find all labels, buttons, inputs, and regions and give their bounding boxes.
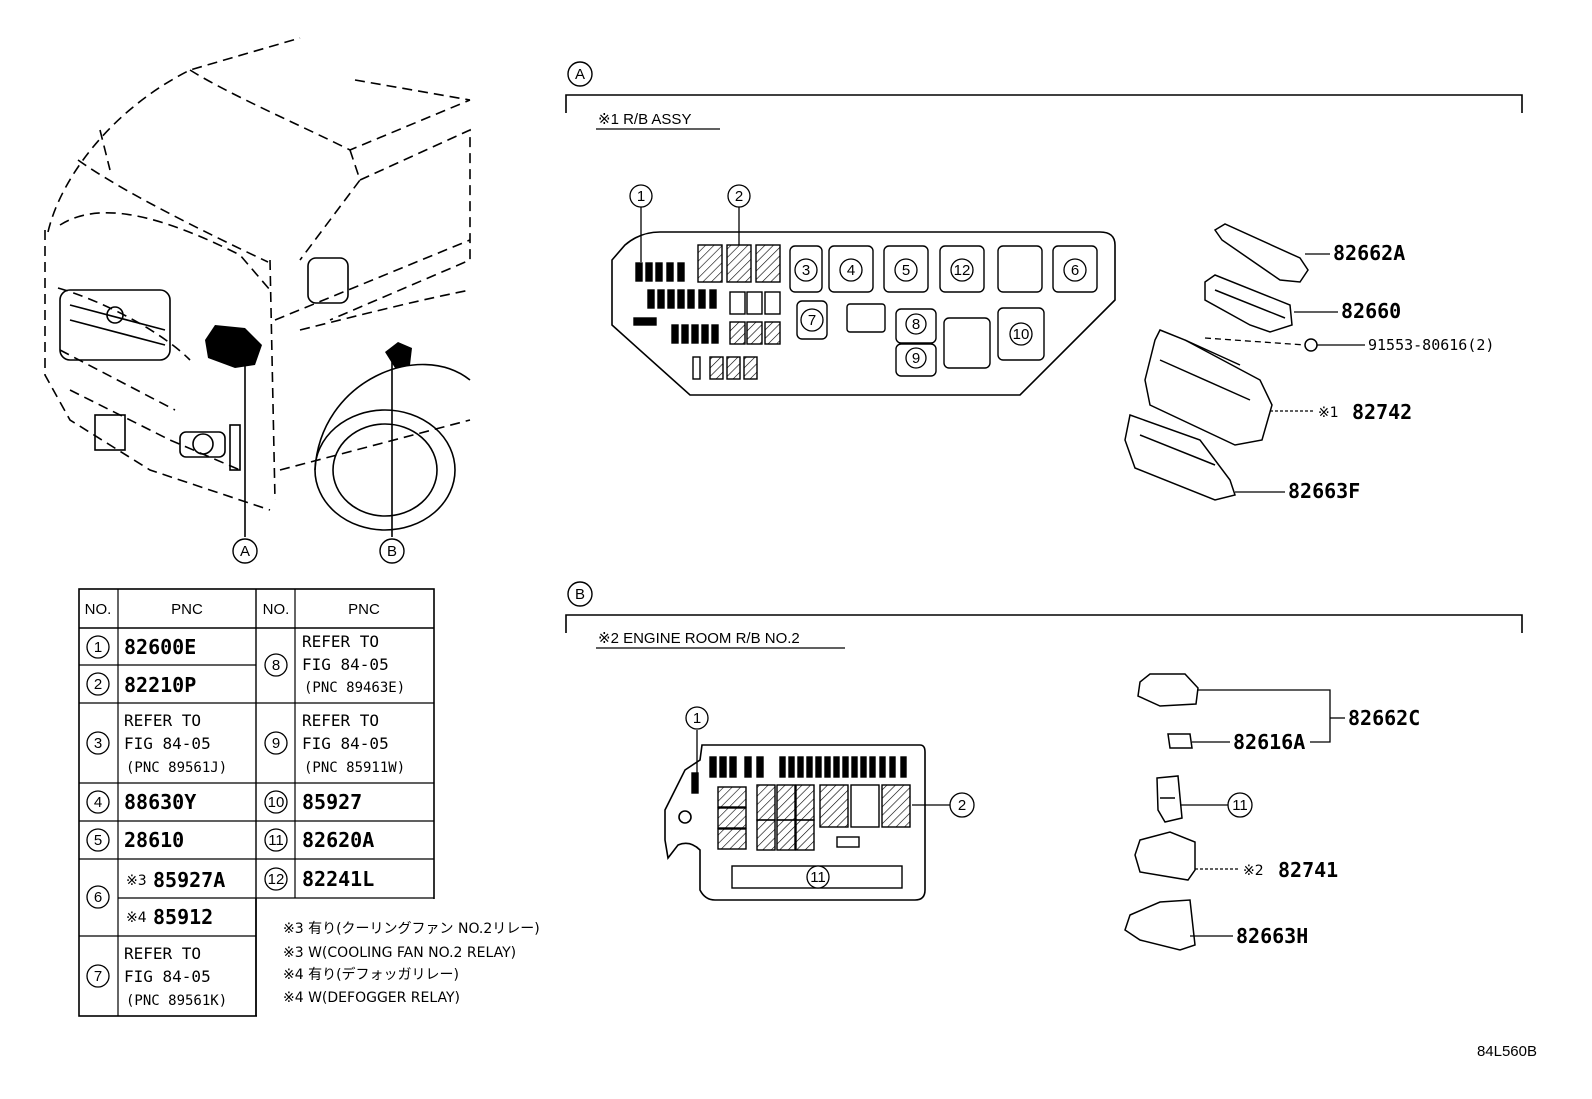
table-row-4-pnc: 88630Y [124, 790, 196, 814]
table-row-5-pnc: 28610 [124, 828, 184, 852]
table-row-3-no: 3 [94, 735, 102, 752]
table-row-9-line1: REFER TO [302, 711, 379, 730]
section-b-marker [567, 581, 593, 607]
table-row-6-mark2: ※4 [126, 910, 147, 926]
part-82660: 82660 [1341, 299, 1401, 323]
table-row-6-pnc1: 85927A [153, 868, 225, 892]
section-b-leader-lines [1180, 689, 1345, 937]
note-4-en: ※4 W(DEFOGGER RELAY) [283, 990, 460, 1006]
box-a-num-8: 8 [912, 316, 920, 333]
table-row-1-pnc: 82600E [124, 635, 196, 659]
callout-a-bottom [232, 538, 258, 564]
section-b-marker-label: B [575, 586, 585, 603]
part-82741: 82741 [1278, 858, 1338, 882]
engine-room-rb-outline [664, 744, 926, 901]
box-a-num-2: 2 [735, 188, 743, 205]
table-header-no-right: NO. [263, 601, 290, 618]
vehicle-solid-details [59, 257, 471, 531]
table-header-no-left: NO. [85, 601, 112, 618]
box-a-num-12: 12 [954, 262, 971, 279]
table-row-2-pnc: 82210P [124, 673, 196, 697]
table-index-circles [86, 635, 288, 988]
callout-leaders [244, 345, 393, 537]
table-row-3-line3: (PNC 89561J) [126, 760, 227, 776]
box-a-num-5: 5 [902, 262, 910, 279]
box-a-num-6: 6 [1071, 262, 1079, 279]
section-a-marker-label: A [575, 66, 585, 83]
part-82742: 82742 [1352, 400, 1412, 424]
table-row-6-no: 6 [94, 889, 102, 906]
section-b-exploded-parts [1124, 673, 1199, 951]
section-a-bracket [565, 94, 1523, 113]
box-b-num-11: 11 [810, 869, 826, 886]
rb-assy-outline [611, 231, 1116, 396]
table-row-3-line1: REFER TO [124, 711, 201, 730]
part-82742-mark: ※1 [1318, 405, 1339, 421]
table-header-pnc-left: PNC [171, 601, 203, 618]
box-a-num-1: 1 [637, 188, 645, 205]
box-a-num-10: 10 [1013, 326, 1030, 343]
table-row-8-line3: (PNC 89463E) [304, 680, 405, 696]
table-row-8-no: 8 [272, 657, 280, 674]
section-a-marker [567, 61, 593, 87]
callout-a-label: A [240, 543, 250, 560]
part-82741-mark: ※2 [1243, 863, 1264, 879]
table-row-6-mark1: ※3 [126, 873, 147, 889]
rb-assy-index-leaders [640, 207, 740, 262]
section-a-title: ※1 R/B ASSY [598, 111, 691, 128]
table-row-7-line1: REFER TO [124, 944, 201, 963]
note-3-jp: ※3 有り(クーリングファン NO.2リレー) [283, 921, 540, 937]
part-82662c: 82662C [1348, 706, 1420, 730]
table-row-1-no: 1 [94, 639, 102, 656]
callout-b-bottom [379, 538, 405, 564]
table-row-8-line2: FIG 84-05 [302, 655, 389, 674]
section-a-leader-lines [1204, 253, 1365, 493]
engine-room-rb-fuses [691, 756, 911, 889]
table-row-12-pnc: 82241L [302, 867, 374, 891]
table-row-3-line2: FIG 84-05 [124, 734, 211, 753]
box-b-num-1: 1 [693, 710, 701, 727]
table-row-11-no: 11 [268, 832, 284, 849]
table-row-11-pnc: 82620A [302, 828, 374, 852]
table-row-5-no: 5 [94, 832, 102, 849]
table-row-8-line1: REFER TO [302, 632, 379, 651]
box-b-num-2: 2 [958, 797, 966, 814]
table-row-7-no: 7 [94, 968, 102, 985]
table-row-12-no: 12 [268, 871, 285, 888]
table-row-10-no: 10 [268, 794, 285, 811]
relay-box-location-marks [205, 325, 412, 368]
table-row-2-no: 2 [94, 676, 102, 693]
box-a-num-3: 3 [802, 262, 810, 279]
box-a-num-7: 7 [808, 312, 816, 329]
table-row-9-line3: (PNC 85911W) [304, 760, 405, 776]
note-3-en: ※3 W(COOLING FAN NO.2 RELAY) [283, 945, 516, 961]
table-header-pnc-right: PNC [348, 601, 380, 618]
table-row-10-pnc: 85927 [302, 790, 362, 814]
box-a-num-9: 9 [912, 350, 920, 367]
section-b-title: ※2 ENGINE ROOM R/B NO.2 [598, 630, 800, 647]
table-row-4-no: 4 [94, 794, 102, 811]
part-index-11: 11 [1232, 797, 1248, 814]
vehicle-illustration [44, 37, 471, 511]
figure-code: 84L560B [1477, 1043, 1537, 1060]
box-a-num-4: 4 [847, 262, 855, 279]
rb-assy-fuses [633, 244, 1098, 380]
section-b-bracket [565, 614, 1523, 633]
note-4-jp: ※4 有り(デフォッガリレー) [283, 966, 459, 983]
part-82663h: 82663H [1236, 924, 1308, 948]
part-82616a: 82616A [1233, 730, 1305, 754]
part-91553-80616: 91553-80616(2) [1368, 336, 1494, 354]
part-82662a: 82662A [1333, 241, 1405, 265]
callout-b-label: B [387, 543, 397, 560]
table-row-9-no: 9 [272, 735, 280, 752]
table-row-9-line2: FIG 84-05 [302, 734, 389, 753]
part-82663f: 82663F [1288, 479, 1360, 503]
engine-room-index [685, 706, 975, 889]
table-row-6-pnc2: 85912 [153, 905, 213, 929]
table-row-7-line3: (PNC 89561K) [126, 993, 227, 1009]
section-a-exploded-parts [1124, 223, 1318, 501]
table-row-7-line2: FIG 84-05 [124, 967, 211, 986]
rb-assy-index-circles [629, 184, 1087, 369]
